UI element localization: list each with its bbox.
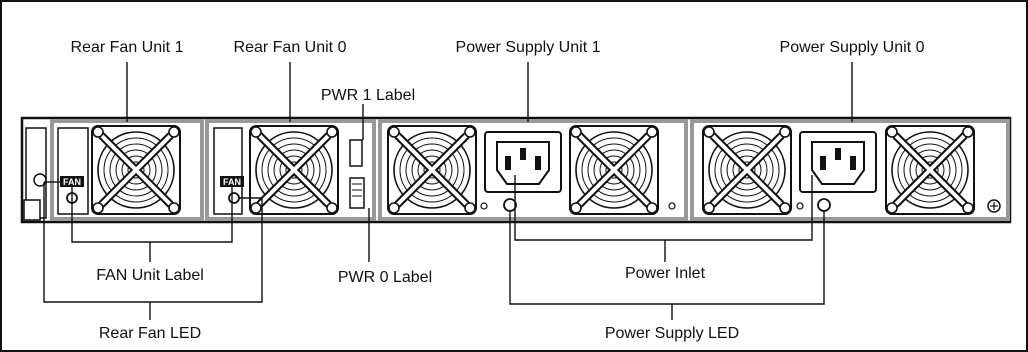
fan-tag-0 [220,176,244,187]
label-power-supply-led: Power Supply LED [605,325,739,342]
label-rear-fan-unit-1: Rear Fan Unit 1 [71,39,184,56]
label-power-inlet: Power Inlet [625,265,706,282]
label-fan-unit: FAN Unit Label [96,267,204,284]
rear-fan-unit-0: FAN [205,119,376,221]
pwr-1-label-tag [349,139,363,167]
label-psu-0: Power Supply Unit 0 [780,39,925,56]
psu-0-led [817,198,831,212]
fan-tag-0-text: FAN [223,177,241,187]
fan-tag-1-text: FAN [63,177,81,187]
leader-lines [43,62,853,320]
label-psu-1: Power Supply Unit 1 [456,39,601,56]
fan-tag-1 [60,176,84,187]
label-pwr-0: PWR 0 Label [338,269,432,286]
power-supply-unit-1 [378,119,688,221]
label-pwr-1: PWR 1 Label [321,87,415,104]
pwr-0-label-tag [349,177,365,209]
rear-fan-unit-1: FAN [50,119,204,221]
rear-fan-led-0 [228,192,240,204]
psu-1-led [503,198,517,212]
power-supply-unit-0 [690,119,1010,221]
label-rear-fan-unit-0: Rear Fan Unit 0 [234,39,347,56]
label-rear-fan-led: Rear Fan LED [99,325,201,342]
